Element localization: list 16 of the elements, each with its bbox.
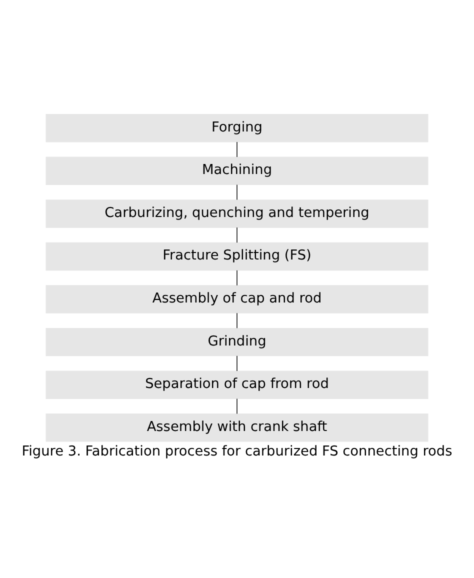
node-box: Fracture Splitting (FS) — [46, 242, 428, 271]
caption: Figure 3. Fabrication process for carburized FS connecting rods — [22, 444, 452, 460]
connector — [236, 398, 238, 414]
node-box: Machining — [46, 156, 428, 186]
node-box: Grinding — [46, 328, 428, 356]
node-box: Assembly of cap and rod — [46, 285, 428, 314]
connector — [236, 184, 238, 200]
connector — [236, 312, 238, 329]
node-box: Separation of cap from rod — [46, 370, 428, 399]
connector — [236, 270, 238, 286]
connector — [236, 142, 238, 158]
node-box: Carburizing, quenching and tempering — [46, 200, 428, 228]
node-box: Forging — [46, 114, 428, 142]
connector — [236, 227, 238, 243]
node-box: Assembly with crank shaft — [46, 414, 428, 442]
connector — [236, 355, 238, 372]
